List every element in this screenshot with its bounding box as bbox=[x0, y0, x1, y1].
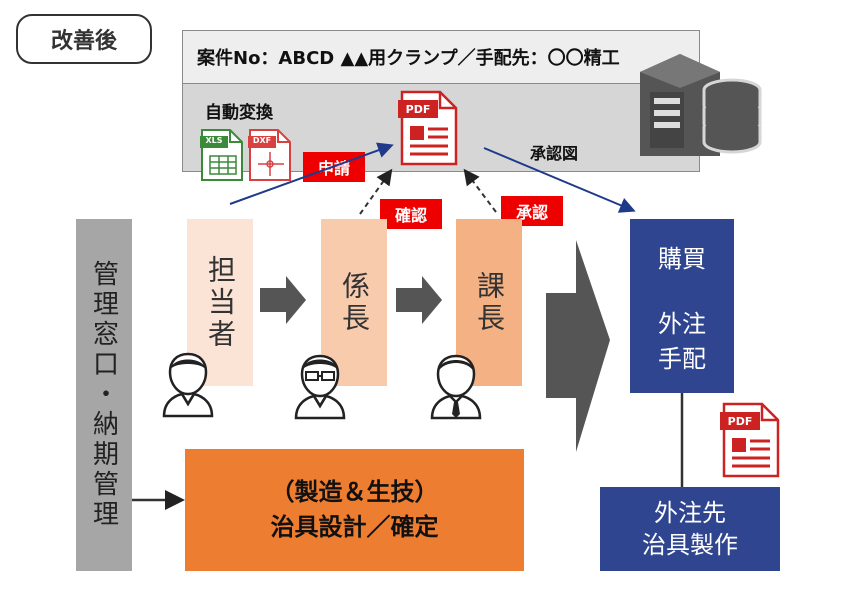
pdf-label-vendor: PDF bbox=[727, 415, 753, 428]
approve-arrow bbox=[463, 168, 497, 213]
flow-arrow-1 bbox=[260, 276, 306, 324]
pdf-label: PDF bbox=[405, 103, 431, 116]
design-line-2: 治具設計／確定 bbox=[270, 513, 439, 541]
person-with-glasses-icon bbox=[294, 354, 346, 420]
stage-label: 課長 bbox=[473, 270, 506, 335]
vendor-box: 外注先 治具製作 bbox=[600, 487, 780, 571]
apply-arrow bbox=[229, 142, 394, 205]
server-database-icon bbox=[640, 54, 762, 156]
pdf-file-icon bbox=[398, 90, 458, 166]
dxf-label: DXF bbox=[252, 136, 272, 145]
design-line-1: （製造＆生技） bbox=[270, 478, 439, 507]
purchase-line-2: 外注 bbox=[658, 309, 706, 338]
person-icon bbox=[162, 352, 214, 418]
confirm-arrow bbox=[359, 168, 393, 215]
apply-tag: 申請 bbox=[303, 152, 365, 182]
pdf-file-icon-vendor bbox=[720, 402, 780, 478]
management-label: 管理窓口・納期管理 bbox=[88, 260, 119, 530]
stage-label: 係長 bbox=[338, 270, 371, 335]
xls-file-icon bbox=[200, 129, 243, 181]
purchase-line-1: 購買 bbox=[658, 244, 706, 273]
purchase-line-3: 手配 bbox=[658, 344, 706, 373]
approved-drawing-arrow bbox=[483, 147, 636, 213]
vendor-line-2: 治具製作 bbox=[642, 531, 738, 559]
confirm-tag: 確認 bbox=[380, 199, 442, 229]
stage-label: 担当者 bbox=[204, 254, 237, 351]
dxf-file-icon bbox=[248, 129, 291, 181]
status-badge: 改善後 bbox=[16, 14, 152, 64]
purchasing-box: 購買 外注 手配 bbox=[630, 219, 734, 393]
xls-label: XLS bbox=[205, 136, 223, 145]
approved-drawing-label: 承認図 bbox=[530, 144, 579, 163]
vendor-line-1: 外注先 bbox=[654, 498, 726, 527]
approve-tag: 承認 bbox=[501, 196, 563, 226]
auto-convert-label: 自動変換 bbox=[205, 103, 273, 123]
person-with-tie-icon bbox=[430, 354, 482, 420]
stage-chief: 係長 bbox=[321, 219, 387, 386]
management-window-bar: 管理窓口・納期管理 bbox=[76, 219, 132, 571]
project-header-text: 案件No：ABCD ▲▲用クランプ／手配先：〇〇精工 bbox=[197, 48, 620, 69]
flow-arrow-2 bbox=[396, 276, 442, 324]
big-flow-arrow bbox=[546, 240, 610, 452]
jig-design-box: （製造＆生技） 治具設計／確定 bbox=[185, 449, 524, 571]
project-header: 案件No：ABCD ▲▲用クランプ／手配先：〇〇精工 bbox=[182, 30, 700, 84]
